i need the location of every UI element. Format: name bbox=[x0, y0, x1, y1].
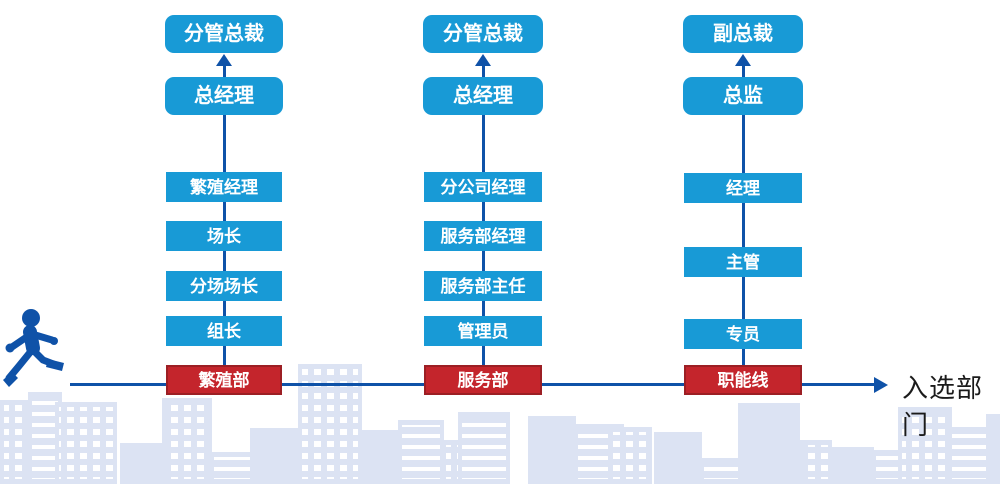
role-box: 总监 bbox=[683, 77, 803, 115]
role-box: 副总裁 bbox=[683, 15, 803, 53]
role-box: 分场场长 bbox=[166, 271, 282, 301]
timeline-label: 入选部门 bbox=[902, 373, 984, 440]
role-box: 总经理 bbox=[165, 77, 283, 115]
arrow-up-icon bbox=[216, 54, 232, 66]
column-flow-line bbox=[741, 115, 745, 366]
role-box: 总经理 bbox=[423, 77, 543, 115]
flow-arrow-line bbox=[741, 63, 745, 78]
arrow-up-icon bbox=[475, 54, 491, 66]
flow-arrow-line bbox=[222, 63, 226, 78]
department-box: 服务部 bbox=[424, 365, 542, 395]
role-box: 主管 bbox=[684, 247, 802, 277]
role-box: 管理员 bbox=[424, 316, 542, 346]
role-box: 分管总裁 bbox=[165, 15, 283, 53]
city-skyline bbox=[0, 364, 1000, 484]
department-box: 职能线 bbox=[684, 365, 802, 395]
role-box: 服务部主任 bbox=[424, 271, 542, 301]
flow-arrow-line bbox=[481, 63, 485, 78]
role-box: 服务部经理 bbox=[424, 221, 542, 251]
role-box: 分管总裁 bbox=[423, 15, 543, 53]
role-box: 繁殖经理 bbox=[166, 172, 282, 202]
department-box: 繁殖部 bbox=[166, 365, 282, 395]
role-box: 组长 bbox=[166, 316, 282, 346]
arrow-up-icon bbox=[735, 54, 751, 66]
arrow-right-icon bbox=[874, 377, 888, 393]
role-box: 场长 bbox=[166, 221, 282, 251]
walking-person-icon bbox=[3, 309, 64, 387]
role-box: 分公司经理 bbox=[424, 172, 542, 202]
role-box: 专员 bbox=[684, 319, 802, 349]
role-box: 经理 bbox=[684, 173, 802, 203]
